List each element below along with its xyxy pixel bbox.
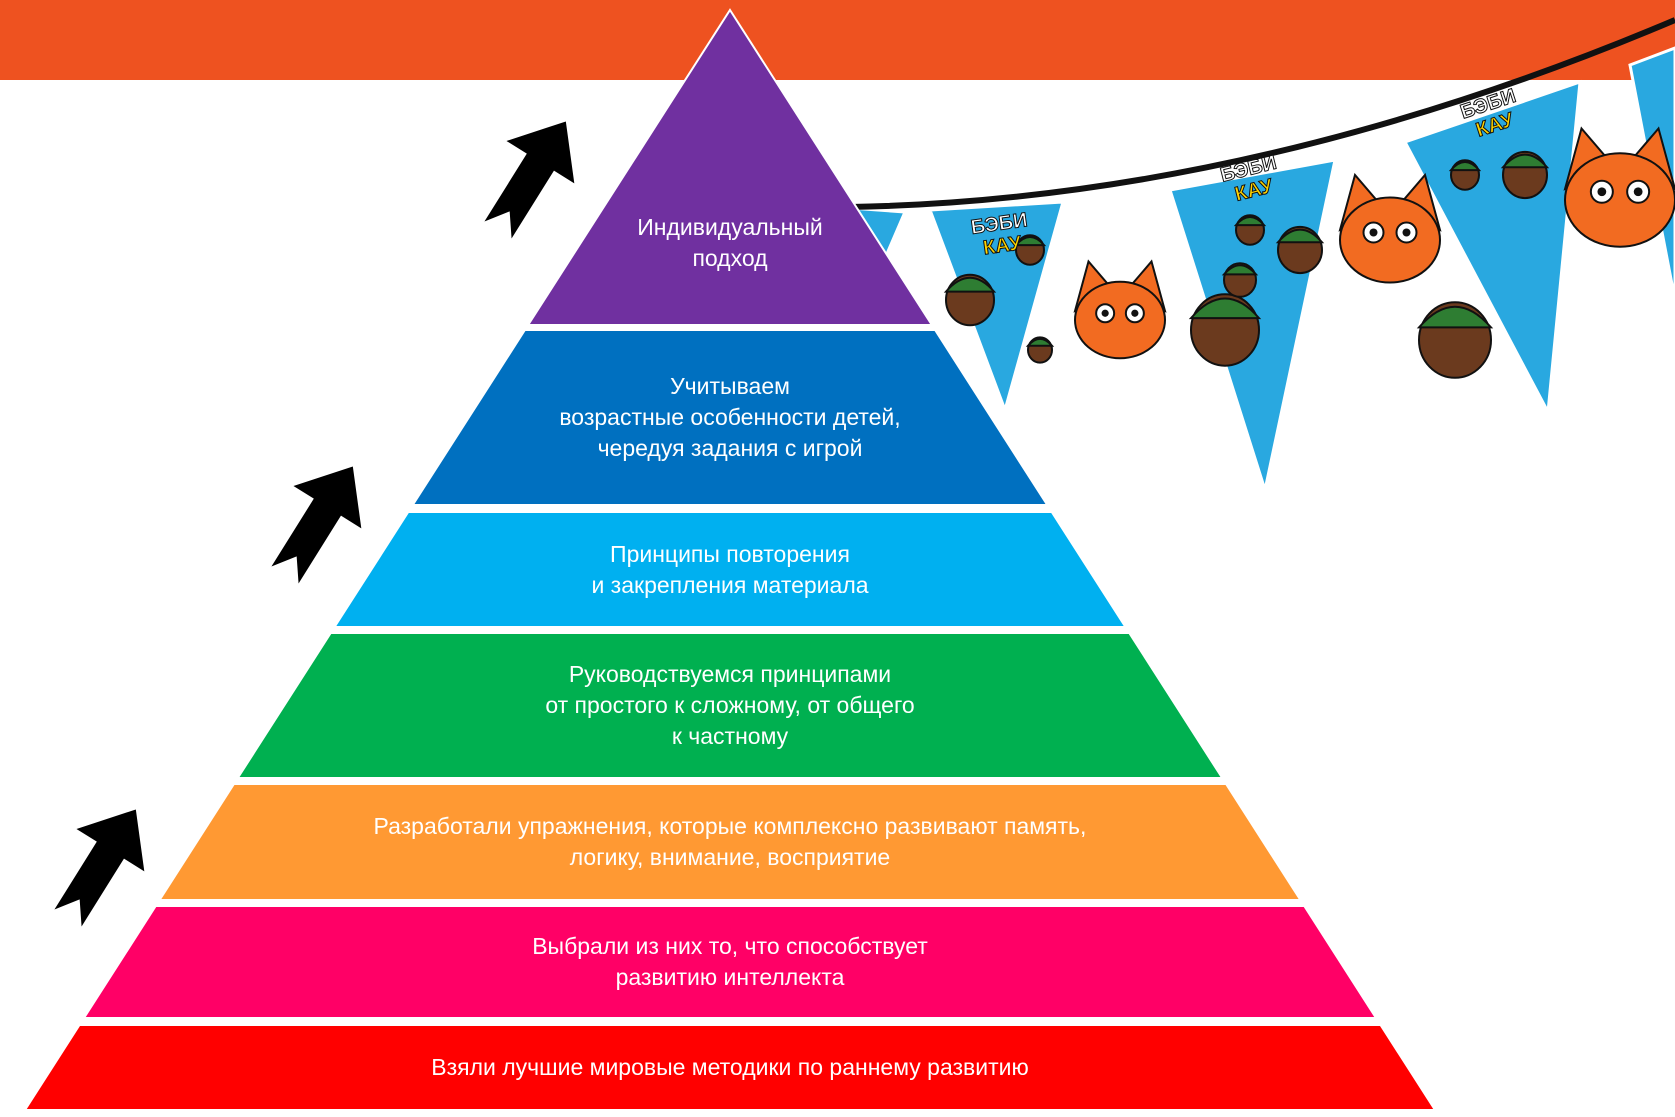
acorn-icon [1025,336,1055,364]
acorn-icon [1221,262,1259,298]
acorn-icon [1233,214,1267,246]
tier-label-1: Индивидуальный подход [528,160,932,325]
arrow-up-right-icon [271,466,362,584]
tier-label-line: развитию интеллекта [615,964,845,990]
pyramid-tier-4 [235,632,1225,779]
tier-label-line: чередуя задания с игрой [597,435,863,461]
tier-label-line: Разработали упражнения, которые комплекс… [373,813,1087,839]
tier-label-4: Руководствуемся принципами от простого к … [238,633,1222,778]
tier-label-line: Учитываем [670,373,790,399]
tier-label-line: Принципы повторения [610,540,850,567]
arrow-up-right-icon [484,121,575,239]
tier-label-3: Принципы повторения и закрепления материа… [335,512,1126,627]
tier-label-line: подход [692,244,768,271]
tier-label-line: от простого к сложному, от общего [545,692,915,718]
acorn-icon [1448,159,1482,191]
tier-label-line: Взяли лучшие мировые методики по раннему… [431,1054,1029,1080]
garland-string [849,17,1675,210]
tier-label-line: и закрепления материала [591,571,869,598]
acorn-icon [1275,225,1325,275]
tier-label-line: Индивидуальный [637,213,823,240]
tier-label-2: Учитываем возрастные особенности детей, че… [413,330,1048,505]
tier-label-line: логику, внимание, восприятие [569,844,891,870]
tier-label-line: возрастные особенности детей, [559,404,901,430]
fox-icon [1563,126,1675,248]
pyramid-tier-2 [410,329,1050,506]
tier-label-line: Руководствуемся принципами [568,661,892,687]
fox-icon [1073,259,1167,360]
acorn-icon [1500,150,1550,200]
pyramid-tier-6 [82,905,1378,1019]
tier-label-6: Выбрали из них то, что способствует разви… [84,906,1376,1018]
pyramid-tier-7 [23,1024,1437,1111]
header-bar [0,0,1675,80]
tier-label-line: Выбрали из них то, что способствует [532,933,928,959]
pyramid-tier-5 [157,783,1303,901]
progress-arrows [54,121,575,927]
arrow-up-right-icon [54,809,145,927]
acorn-icon [943,273,997,327]
tier-label-line: к частному [671,723,789,749]
acorn-icon [1188,293,1262,367]
pyramid-tier-1 [526,8,934,326]
tier-label-5: Разработали упражнения, которые комплекс… [160,784,1301,900]
acorn-icon [1416,301,1494,379]
acorn-icon [1013,234,1047,266]
tier-label-7: Взяли лучшие мировые методики по раннему… [25,1025,1435,1110]
fox-icon [1338,172,1442,284]
pyramid [23,8,1437,1111]
pyramid-tier-3 [332,511,1128,628]
